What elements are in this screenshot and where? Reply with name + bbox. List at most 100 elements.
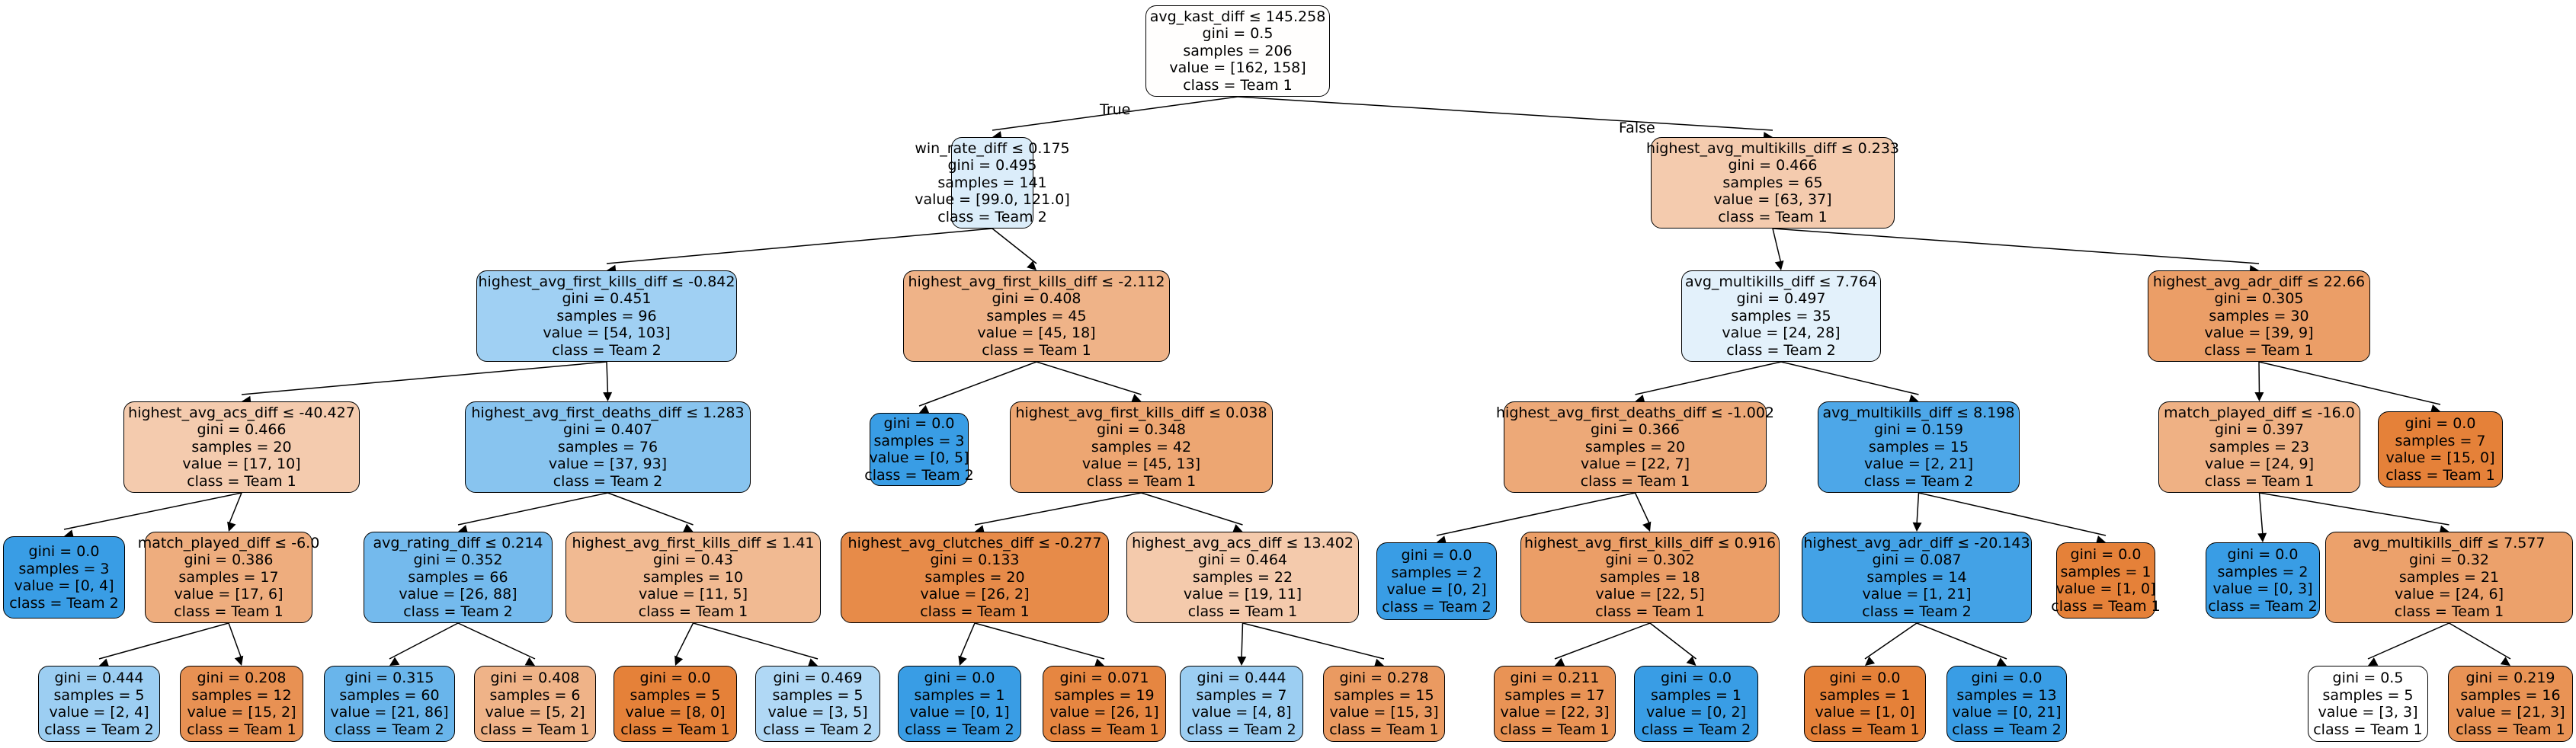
node-value: value = [26, 88] — [399, 586, 517, 603]
node-split-label: win_rate_diff ≤ 0.175 — [915, 139, 1070, 157]
arrowhead-n19 — [958, 655, 967, 666]
arrowhead-n37 — [2254, 392, 2264, 401]
node-split-label: highest_avg_clutches_diff ≤ -0.277 — [847, 534, 1102, 551]
node-samples: samples = 12 — [191, 686, 292, 704]
node-split-label: avg_multikills_diff ≤ 8.198 — [1822, 404, 2015, 421]
edge-n21-n23 — [1242, 622, 1385, 660]
edge-n26-n28 — [1634, 492, 1651, 526]
node-value: value = [22, 5] — [1595, 586, 1705, 603]
node-value: value = [15, 0] — [2385, 449, 2495, 466]
node-gini: gini = 0.302 — [1605, 551, 1695, 569]
node-gini: gini = 0.407 — [562, 421, 653, 439]
node-class: class = Team 2 — [1187, 721, 1296, 738]
edge-n1-n2 — [606, 228, 993, 264]
edge-n8-n9 — [457, 492, 608, 526]
arrowhead-n22 — [1237, 656, 1247, 666]
edge-n15-n16 — [918, 361, 1037, 407]
node-samples: samples = 14 — [1866, 568, 1967, 586]
node-gini: gini = 0.0 — [28, 543, 100, 560]
node-class: class = Team 1 — [982, 341, 1091, 359]
node-class: class = Team 1 — [1718, 208, 1828, 225]
node-value: value = [162, 158] — [1169, 59, 1306, 77]
node-gini: gini = 0.451 — [562, 290, 652, 308]
node-class: class = Team 1 — [2385, 466, 2495, 484]
node-samples: samples = 206 — [1183, 42, 1293, 59]
arrowhead-n30 — [1686, 656, 1697, 666]
edge-n31-n32 — [1916, 492, 1920, 526]
node-gini: gini = 0.408 — [490, 670, 580, 686]
arrowhead-n14 — [807, 658, 818, 667]
node-gini: gini = 0.219 — [2465, 670, 2555, 686]
node-samples: samples = 10 — [642, 568, 744, 586]
node-gini: gini = 0.397 — [2214, 421, 2305, 439]
node-value: value = [17, 6] — [174, 586, 284, 603]
edge-n5-n6 — [98, 622, 229, 660]
node-gini: gini = 0.366 — [1590, 421, 1680, 439]
node-class: class = Team 2 — [552, 341, 662, 359]
edge-n37-n39 — [2259, 492, 2449, 526]
node-split-label: avg_multikills_diff ≤ 7.764 — [1684, 273, 1878, 290]
node-split-label: highest_avg_first_kills_diff ≤ -0.842 — [478, 273, 735, 290]
node-class: class = Team 1 — [2394, 603, 2504, 620]
edge-n28-n30 — [1649, 622, 1697, 660]
node-value: value = [0, 21] — [1952, 704, 2062, 721]
node-samples: samples = 16 — [2460, 686, 2561, 704]
node-gini: gini = 0.466 — [197, 421, 287, 439]
node-samples: samples = 19 — [1054, 686, 1155, 704]
true-edge-label: True — [1100, 101, 1131, 118]
node-class: class = Team 1 — [1595, 603, 1705, 620]
arrowhead-n42 — [2430, 404, 2440, 414]
arrowhead-n21 — [1232, 524, 1243, 533]
node-samples: samples = 1 — [1819, 686, 1911, 704]
node-class: class = Team 1 — [187, 472, 296, 490]
node-gini: gini = 0.5 — [1202, 25, 1274, 43]
node-gini: gini = 0.444 — [1197, 670, 1286, 686]
arrowhead-n9 — [458, 525, 469, 534]
node-samples: samples = 13 — [1956, 686, 2057, 704]
node-class: class = Team 2 — [1726, 341, 1836, 359]
edge-n32-n34 — [1916, 622, 2007, 660]
node-value: value = [63, 37] — [1713, 191, 1832, 209]
arrowhead-n15 — [1027, 261, 1036, 270]
node-value: value = [1, 0] — [2055, 580, 2156, 597]
edge-n9-n11 — [457, 622, 536, 660]
node-samples: samples = 20 — [191, 438, 292, 456]
edge-n21-n22 — [1241, 622, 1244, 660]
node-class: class = Team 2 — [1641, 721, 1751, 738]
node-samples: samples = 42 — [1091, 438, 1192, 456]
arrowhead-n33 — [1865, 656, 1876, 666]
node-value: value = [45, 18] — [977, 324, 1096, 342]
node-value: value = [26, 2] — [920, 586, 1030, 603]
false-edge-label: False — [1619, 120, 1655, 136]
node-gini: gini = 0.0 — [639, 670, 711, 686]
node-samples: samples = 7 — [1196, 686, 1287, 704]
node-split-label: avg_multikills_diff ≤ 7.577 — [2353, 534, 2546, 551]
node-samples: samples = 5 — [630, 686, 721, 704]
edge-n17-n18 — [974, 492, 1142, 526]
node-value: value = [2, 21] — [1863, 456, 1974, 473]
arrowhead-n40 — [2368, 657, 2379, 666]
node-gini: gini = 0.159 — [1873, 421, 1964, 439]
node-value: value = [26, 1] — [1049, 704, 1159, 721]
node-samples: samples = 66 — [408, 568, 508, 586]
edge-n12-n13 — [674, 622, 694, 660]
node-gini: gini = 0.278 — [1339, 670, 1429, 686]
node-gini: gini = 0.497 — [1736, 290, 1826, 308]
